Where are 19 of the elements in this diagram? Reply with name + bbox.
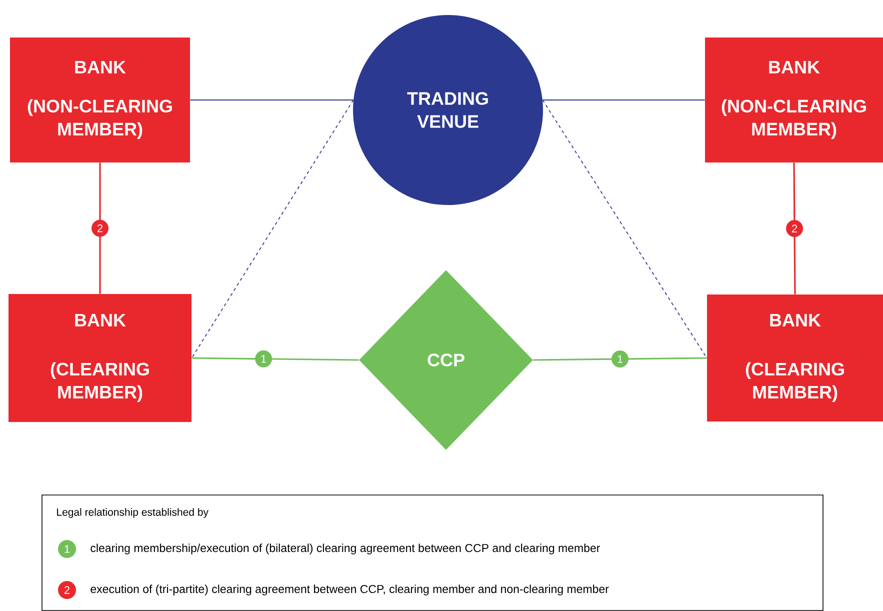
connector-line [190, 100, 354, 101]
bank-box: BANK (CLEARING MEMBER) [707, 294, 883, 422]
connector-line [793, 162, 796, 294]
edge-label: 2 [92, 220, 108, 237]
connector-line [533, 357, 707, 361]
edge-label: 1 [255, 350, 272, 368]
connector-line [191, 100, 354, 358]
legend-title: Legal relationship established by [57, 508, 208, 518]
edge-label: 2 [786, 220, 803, 237]
connector-line [192, 357, 359, 361]
connector-line [99, 162, 101, 294]
legend-text: execution of (tri-partite) clearing agreement between CCP, clearing member and non-clearing member [90, 584, 609, 596]
connector-line [542, 100, 708, 358]
bank-box: BANK (NON-CLEARING MEMBER) [10, 38, 190, 162]
bank-box: BANK (CLEARING MEMBER) [8, 294, 192, 422]
connector-line [542, 100, 706, 101]
legend-text: clearing membership/execution of (bilateral) clearing agreement between CCP and clearing member [90, 544, 600, 554]
edge-label: 1 [612, 350, 628, 368]
bank-box: BANK (NON-CLEARING MEMBER) [705, 38, 883, 162]
